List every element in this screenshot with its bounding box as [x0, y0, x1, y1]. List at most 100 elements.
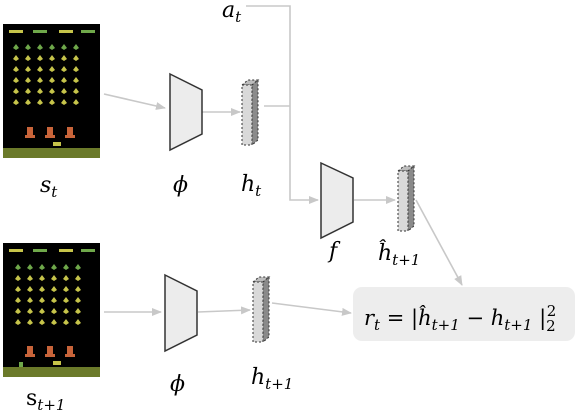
alien-sprite [27, 319, 33, 325]
alien-sprite [13, 44, 19, 50]
shield-sprite [67, 127, 73, 137]
player-cannon [53, 142, 61, 146]
alien-sprite [13, 55, 19, 61]
alien-sprite [25, 66, 31, 72]
alien-sprite [13, 77, 19, 83]
arrow-predicted-to-reward [415, 199, 463, 286]
label-state-t1: st+1 [26, 386, 65, 414]
reward-lhs-sub: t [374, 316, 381, 334]
player-cannon [53, 361, 61, 365]
alien-sprite [51, 308, 57, 314]
reward-equation: rt = |ĥt+1 − ht+1 |22 [364, 302, 556, 335]
alien-sprite [49, 66, 55, 72]
shield-base [65, 135, 75, 138]
alien-sprite [15, 264, 21, 270]
alien-sprite [51, 319, 57, 325]
feature-depth [251, 78, 259, 147]
alien-sprite [27, 297, 33, 303]
score-segment [59, 30, 73, 33]
alien-sprite [61, 55, 67, 61]
shield-base [25, 135, 35, 138]
reward-target: h [491, 306, 505, 330]
alien-sprite [51, 275, 57, 281]
game-frame-t1 [3, 243, 100, 377]
ground-strip [3, 367, 100, 377]
reward-minus: − [460, 306, 491, 330]
reward-eq: = | [380, 306, 418, 331]
reward-close: | [532, 306, 546, 331]
alien-sprite [15, 308, 21, 314]
alien-sprite [25, 99, 31, 105]
alien-sprite [39, 286, 45, 292]
alien-sprite [51, 286, 57, 292]
alien-sprite [73, 77, 79, 83]
alien-sprite [63, 308, 69, 314]
label-feature-t1: ht+1 [251, 365, 293, 393]
reward-norm-sup: 2 [547, 302, 557, 320]
shield-sprite [47, 127, 53, 137]
arrow-feature-t1-to-reward [271, 302, 352, 316]
feature-vector-t1 [251, 275, 271, 344]
alien-sprite [49, 99, 55, 105]
alien-sprite [49, 77, 55, 83]
label-encoder-bottom: ϕ [170, 372, 185, 397]
label-action: at [222, 0, 242, 26]
score-segment [9, 249, 23, 252]
alien-sprite [37, 99, 43, 105]
reward-pred: ĥ [418, 306, 432, 330]
alien-sprite [49, 55, 55, 61]
shield-base [45, 135, 55, 138]
label-feature-t: ht [241, 172, 262, 200]
feature-vector-t [240, 78, 260, 147]
alien-sprite [63, 275, 69, 281]
shield-base [65, 354, 75, 357]
alien-sprite [61, 66, 67, 72]
alien-sprite [73, 55, 79, 61]
alien-sprite [37, 77, 43, 83]
alien-sprite [15, 319, 21, 325]
alien-sprite [25, 88, 31, 94]
feature-depth [262, 275, 270, 344]
label-predicted-feature: ĥt+1 [378, 239, 420, 269]
alien-sprite [73, 66, 79, 72]
alien-sprite [27, 308, 33, 314]
alien-sprite [51, 297, 57, 303]
alien-sprite [61, 44, 67, 50]
alien-sprite [15, 275, 21, 281]
score-segment [81, 30, 95, 33]
label-state-t: st [40, 173, 58, 201]
alien-sprite [27, 275, 33, 281]
alien-sprite [75, 319, 81, 325]
alien-sprite [39, 297, 45, 303]
ground-strip [3, 148, 100, 158]
alien-sprite [15, 297, 21, 303]
alien-sprite [75, 264, 81, 270]
alien-sprite [39, 319, 45, 325]
arrow-action-to-forward-model [246, 5, 319, 204]
alien-sprite [13, 99, 19, 105]
alien-sprite [13, 66, 19, 72]
encoder-top [169, 72, 203, 152]
score-segment [33, 249, 47, 252]
shield-base [45, 354, 55, 357]
alien-sprite [25, 55, 31, 61]
alien-sprite [75, 275, 81, 281]
alien-sprite [13, 88, 19, 94]
feature-front [397, 170, 409, 232]
score-segment [59, 249, 73, 252]
alien-sprite [75, 297, 81, 303]
reward-target-sub: t+1 [504, 316, 532, 334]
alien-sprite [39, 308, 45, 314]
alien-sprite [61, 88, 67, 94]
feature-depth [407, 164, 415, 233]
reward-box [353, 287, 575, 341]
alien-sprite [61, 77, 67, 83]
alien-sprite [63, 286, 69, 292]
alien-sprite [37, 66, 43, 72]
alien-sprite [73, 88, 79, 94]
shield-base [25, 354, 35, 357]
shield-sprite [27, 127, 33, 137]
game-frame-t [3, 24, 100, 158]
alien-sprite [37, 44, 43, 50]
